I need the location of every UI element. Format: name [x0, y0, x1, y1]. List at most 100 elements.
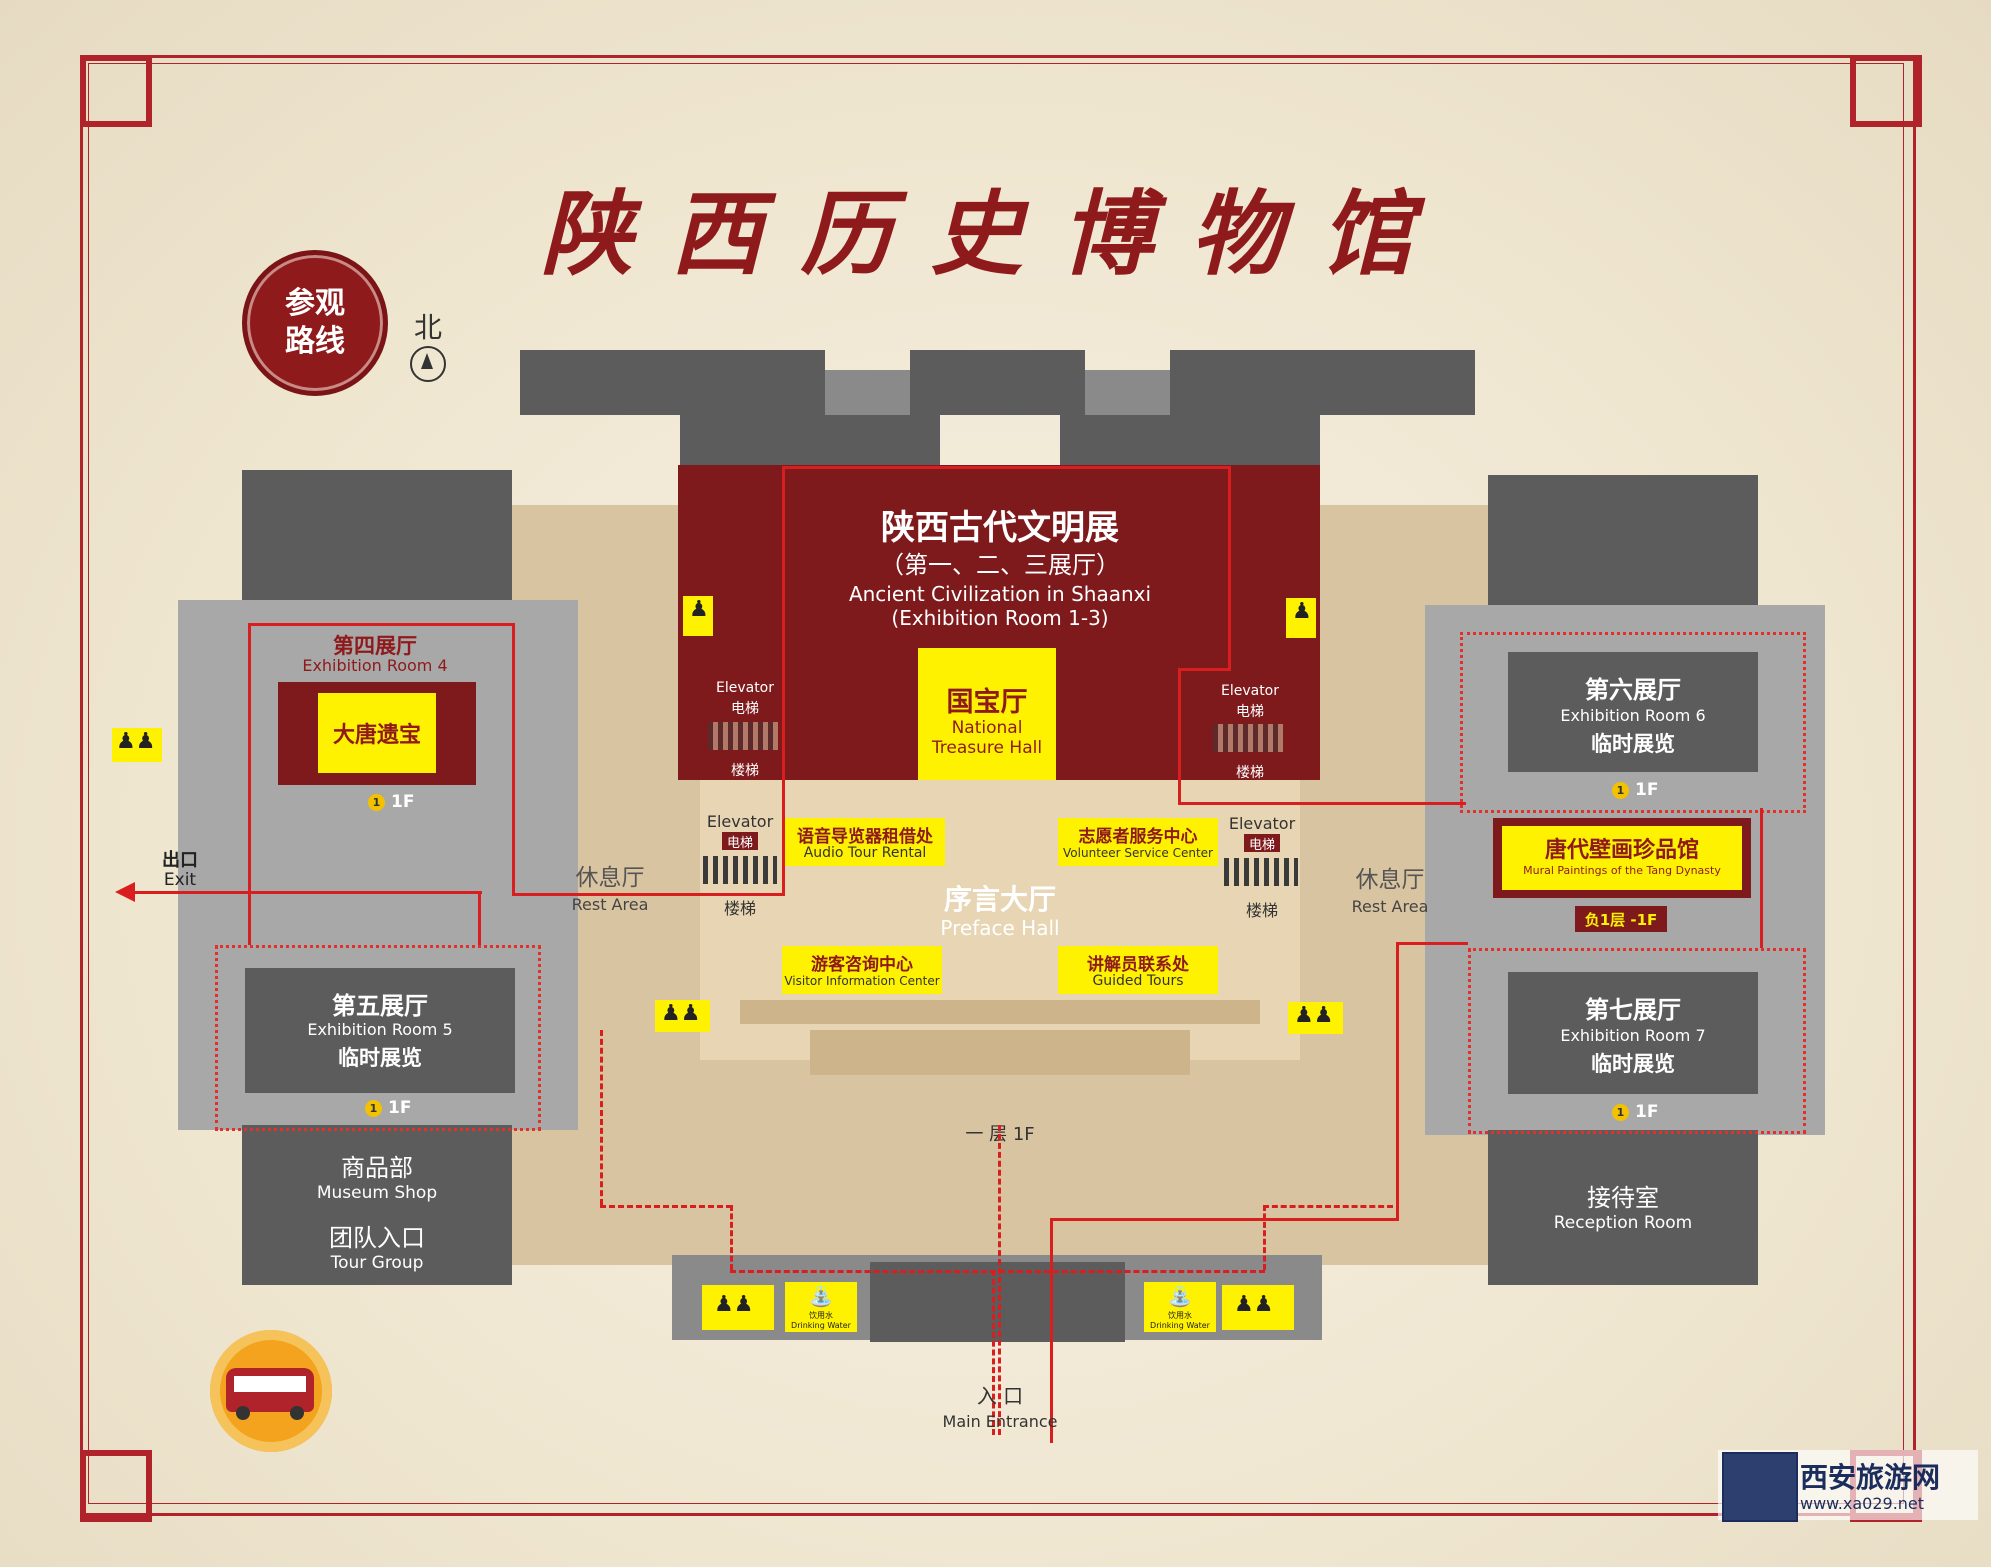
volunteer-service-center[interactable] — [1058, 818, 1218, 866]
inner-frame — [88, 63, 1904, 1504]
room6-floor: 1 1F — [1612, 780, 1658, 800]
route-dashed-right-mid — [1263, 1205, 1393, 1208]
elevator-label-right-en: Elevator — [1220, 683, 1280, 699]
route-east-up — [1396, 942, 1399, 1221]
bus-icon[interactable] — [210, 1330, 332, 1452]
exhibition-room-7[interactable] — [1508, 972, 1758, 1094]
elevator-label-left-cn: 电梯 — [731, 701, 759, 717]
west-tower — [242, 470, 512, 610]
room6-floor-label: 1F — [1635, 780, 1659, 800]
tour-group-cn: 团队入口 — [329, 1224, 425, 1252]
ancient-civ-subtitle: （第一、二、三展厅） — [880, 551, 1120, 579]
volunteer-cn: 志愿者服务中心 — [1078, 827, 1198, 847]
stairs-label-left: 楼梯 — [731, 763, 759, 779]
rest-area-left-en: Rest Area — [571, 895, 649, 914]
preface-hall-step — [740, 1000, 1260, 1024]
route-main-entrance — [1050, 1218, 1053, 1443]
guided-tours-desk[interactable] — [1058, 946, 1218, 994]
stairs-preface-right: 楼梯 — [1245, 901, 1278, 920]
ancient-civ-en: Ancient Civilization in Shaanxi — [848, 582, 1152, 606]
tang-treasures-box[interactable] — [318, 693, 436, 773]
restroom-icon: ♟♟ — [1222, 1285, 1294, 1330]
route-dashed-center — [998, 1125, 1001, 1435]
main-entrance-en: Main Entrance — [942, 1412, 1058, 1431]
watermark-cn: 西安旅游网 — [1800, 1461, 1941, 1494]
room4-floor-label: 1F — [391, 792, 415, 812]
north-annex-right — [1060, 415, 1320, 465]
tang-murals-en: Mural Paintings of the Tang Dynasty — [1523, 864, 1721, 877]
route-east-link — [1760, 808, 1763, 948]
restroom-icon: ♟♟ — [1288, 1002, 1343, 1034]
visitor-info-cn: 游客咨询中心 — [811, 955, 913, 975]
floor-marker-icon: 1 — [1612, 781, 1629, 799]
museum-shop-cn: 商品部 — [341, 1154, 413, 1182]
west-shop-block — [242, 1125, 512, 1285]
east-reception-block — [1488, 1130, 1758, 1285]
reception-room-en: Reception Room — [1553, 1213, 1693, 1233]
floor-marker-icon: 1 — [365, 1099, 382, 1117]
drinking-water-left-cn: 饮用水 — [809, 1311, 833, 1320]
rest-area-left-cn: 休息厅 — [575, 865, 645, 891]
room7-floor: 1 1F — [1612, 1102, 1658, 1122]
elevator-preface-right-cn: 电梯 — [1248, 838, 1275, 853]
route-hall-left — [782, 466, 785, 896]
map-title: 陕西历史博物馆 — [540, 180, 1451, 288]
corner-ornament-tl — [80, 55, 152, 127]
room7-floor-label: 1F — [1635, 1102, 1659, 1122]
elevator-label-left-en: Elevator — [715, 680, 775, 696]
guided-tours-cn: 讲解员联系处 — [1087, 955, 1189, 975]
exhibition-room-6[interactable] — [1508, 652, 1758, 772]
exhibition-room-5[interactable] — [245, 968, 515, 1093]
stairs-icon — [1224, 858, 1298, 886]
tang-treasures-label: 大唐遗宝 — [332, 723, 421, 748]
person-icon: ♟ — [683, 596, 713, 636]
route-center-bend — [1178, 668, 1230, 671]
watermark-url: www.xa029.net — [1800, 1494, 1925, 1513]
reception-room-cn: 接待室 — [1587, 1184, 1659, 1212]
route-room4-top — [248, 623, 515, 626]
north-wing-right — [1170, 350, 1475, 415]
visitor-information-center[interactable] — [782, 946, 942, 994]
room5-title-cn: 第五展厅 — [332, 992, 428, 1020]
floor-marker-icon: 1 — [1612, 1103, 1629, 1121]
murals-floor-label: 负1层 -1F — [1584, 911, 1658, 929]
preface-hall-cn: 序言大厅 — [943, 883, 1056, 916]
floor-marker-icon: 1 — [368, 793, 385, 811]
museum-shop-en: Museum Shop — [316, 1183, 438, 1203]
route-to-rest — [514, 893, 785, 896]
rest-area-right-en: Rest Area — [1351, 897, 1429, 916]
route-dashed-right-up — [1263, 1205, 1266, 1270]
tour-group-en: Tour Group — [330, 1253, 424, 1273]
corner-ornament-tr — [1850, 55, 1922, 127]
national-treasure-cn: 国宝厅 — [946, 687, 1028, 718]
audio-tour-rental[interactable] — [785, 818, 945, 866]
elevator-preface-left-en: Elevator — [706, 812, 774, 831]
restroom-icon: ♟♟ — [112, 728, 162, 762]
restroom-icon: ♟♟ — [655, 1000, 710, 1032]
route-room6-exit — [1178, 802, 1466, 805]
route-badge-line2: 路线 — [285, 324, 345, 359]
east-tower — [1488, 475, 1758, 615]
tang-murals-label-box — [1502, 826, 1742, 890]
north-wing-left — [520, 350, 825, 415]
drinking-water-right-en: Drinking Water — [1150, 1321, 1210, 1330]
drinking-water-left — [785, 1282, 857, 1332]
audio-tour-cn: 语音导览器租借处 — [797, 827, 933, 847]
exit-label-cn: 出口 — [162, 850, 198, 871]
stairs-icon — [708, 722, 778, 750]
route-hall-right — [1228, 466, 1231, 671]
room6-route-outline — [1460, 632, 1806, 813]
outer-frame — [80, 55, 1916, 1516]
visitor-info-en: Visitor Information Center — [784, 974, 940, 988]
audio-tour-en: Audio Tour Rental — [803, 845, 927, 861]
national-treasure-en2: Treasure Hall — [931, 738, 1043, 758]
room5-title-en: Exhibition Room 5 — [307, 1020, 453, 1039]
route-dashed-entrance-2 — [992, 1270, 995, 1435]
volunteer-en: Volunteer Service Center — [1063, 846, 1213, 860]
drinking-water-icon: ⛲ — [1167, 1284, 1193, 1308]
drinking-water-left-en: Drinking Water — [791, 1321, 851, 1330]
person-icon: ♟ — [1286, 598, 1316, 638]
room6-title-en: Exhibition Room 6 — [1560, 706, 1706, 725]
national-treasure-hall[interactable] — [918, 648, 1056, 780]
tour-route-badge[interactable]: 参观 路线 — [242, 250, 388, 396]
